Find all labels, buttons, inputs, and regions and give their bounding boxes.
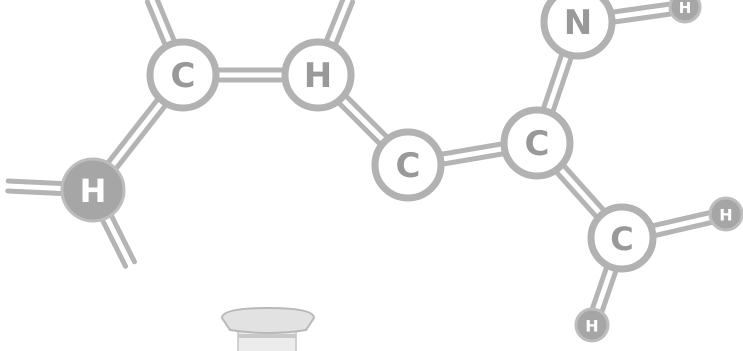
atom-h5: H [574,307,610,343]
atoms-layer: C H H C C N H C H H [60,0,743,343]
atom-circle [60,157,126,223]
atom-circle [281,38,355,112]
atom-label: H [585,317,598,336]
atom-circle [574,307,610,343]
atom-label: C [396,146,421,186]
atom-n1: N [540,0,616,60]
atom-circle [540,0,616,60]
atom-label: H [304,56,332,96]
atom-h1: H [281,38,355,112]
atom-label: H [679,0,692,17]
atom-c1: C [146,38,220,112]
atom-label: C [525,124,550,164]
bonds-layer [5,0,730,330]
atom-h4: H [708,196,743,232]
atom-circle [500,106,574,180]
atom-circle [587,203,657,273]
atom-c4: C [587,203,657,273]
atom-label: H [719,206,732,225]
atom-label: C [610,220,633,258]
atom-circle [146,38,220,112]
atom-c2: C [371,128,445,202]
atom-label: N [564,3,592,43]
atom-h3: H [668,0,702,24]
flask-icon [220,306,316,351]
atom-label: C [171,56,196,96]
atom-circle [668,0,702,24]
atom-circle [371,128,445,202]
atom-c3: C [500,106,574,180]
flask-band [238,334,296,338]
atom-h2: H [60,157,126,223]
atom-label: H [80,172,107,210]
atom-circle [708,196,743,232]
flask-rim [220,306,316,334]
